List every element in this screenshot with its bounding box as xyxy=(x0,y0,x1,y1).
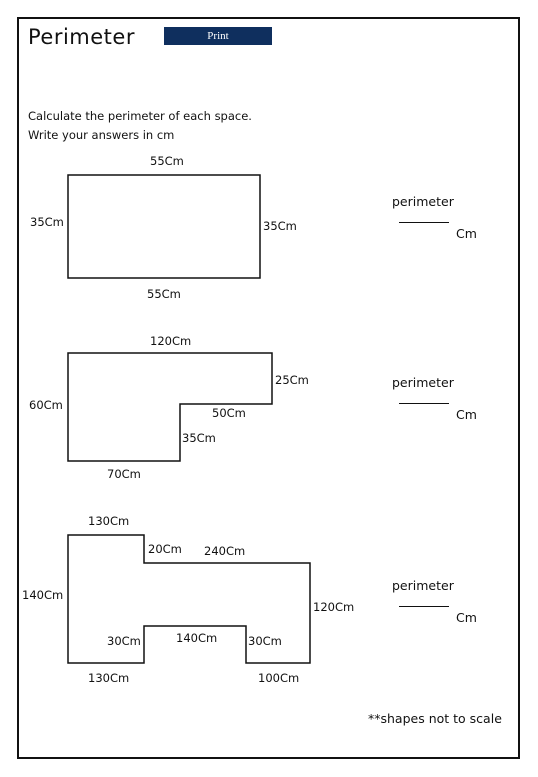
shape-2-step-horizontal-label: 50Cm xyxy=(212,406,246,420)
answer-3-unit: Cm xyxy=(456,610,477,625)
shape-1-top-label: 55Cm xyxy=(150,154,184,168)
shape-2-outline xyxy=(67,352,273,462)
shape-1-left-label: 35Cm xyxy=(30,215,64,229)
shape-2-right-label: 25Cm xyxy=(275,373,309,387)
shape-3-inner-right-label: 30Cm xyxy=(248,634,282,648)
answer-3-blank[interactable] xyxy=(399,606,449,607)
shape-2-bottom-label: 70Cm xyxy=(107,467,141,481)
answer-1-label: perimeter xyxy=(392,194,454,209)
shape-3-bottom-left-label: 130Cm xyxy=(88,671,130,685)
answer-1-unit: Cm xyxy=(456,226,477,241)
shape-3-bottom-right-label: 100Cm xyxy=(258,671,300,685)
shape-3-inner-left-label: 30Cm xyxy=(107,634,141,648)
shape-3-outline xyxy=(67,534,311,664)
scale-note: **shapes not to scale xyxy=(368,711,502,726)
shape-3-notch-label: 20Cm xyxy=(148,542,182,556)
shape-3-right-label: 120Cm xyxy=(313,600,355,614)
answer-2-unit: Cm xyxy=(456,407,477,422)
answer-1-blank[interactable] xyxy=(399,222,449,223)
page-title: Perimeter xyxy=(28,25,135,49)
shape-1-bottom-label: 55Cm xyxy=(147,287,181,301)
shape-2-left-label: 60Cm xyxy=(29,398,63,412)
instruction-line-2: Write your answers in cm xyxy=(28,128,175,142)
answer-3-label: perimeter xyxy=(392,578,454,593)
answer-2-label: perimeter xyxy=(392,375,454,390)
shape-3-inner-mid-label: 140Cm xyxy=(176,631,218,645)
shape-1-right-label: 35Cm xyxy=(263,219,297,233)
shape-2-step-vertical-label: 35Cm xyxy=(182,431,216,445)
shape-3-left-label: 140Cm xyxy=(22,588,64,602)
print-button[interactable]: Print xyxy=(164,27,272,45)
answer-2-blank[interactable] xyxy=(399,403,449,404)
shape-3-top-left-label: 130Cm xyxy=(88,514,130,528)
worksheet-frame xyxy=(17,17,520,759)
shape-3-top-right-label: 240Cm xyxy=(204,544,246,558)
shape-1-rectangle xyxy=(67,174,261,279)
instruction-line-1: Calculate the perimeter of each space. xyxy=(28,109,252,123)
shape-2-top-label: 120Cm xyxy=(150,334,192,348)
